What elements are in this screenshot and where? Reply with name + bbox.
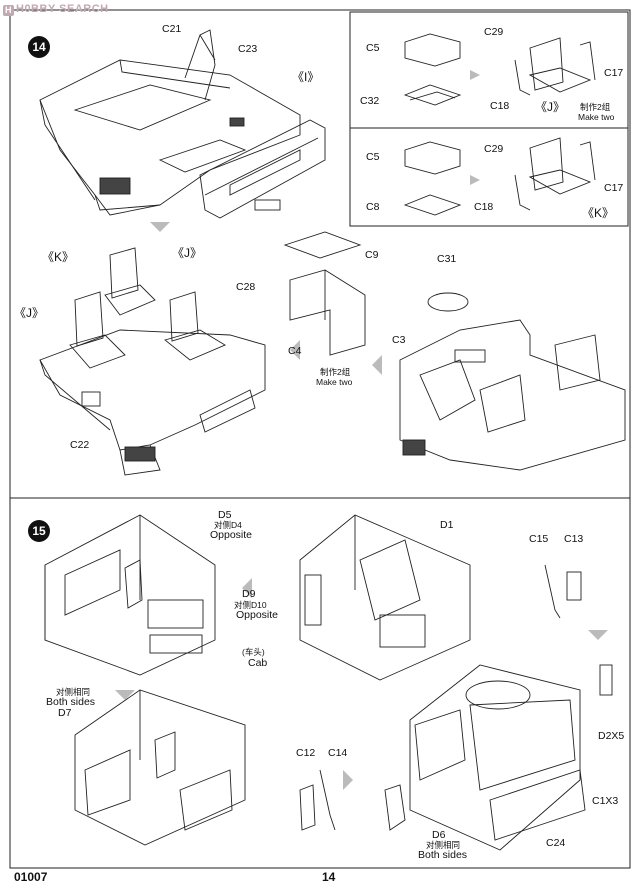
label-c17-a: C17 <box>604 67 624 79</box>
label-d1: D1 <box>440 519 454 531</box>
mirror-parts-drawing <box>299 564 613 831</box>
step-14-frame <box>9 9 631 499</box>
label-c32: C32 <box>360 95 380 107</box>
label-c18-a: C18 <box>490 100 510 112</box>
label-c21: C21 <box>162 23 182 35</box>
label-d9: D9 <box>242 588 256 600</box>
label-d4-cn: 对侧D4 <box>214 520 242 530</box>
label-d6: D6 <box>432 829 446 841</box>
label-both-sides-cn-b: 对侧相同 <box>426 840 461 850</box>
label-c28: C28 <box>236 281 256 293</box>
product-code: 01007 <box>14 870 48 884</box>
cab-rear-d7-drawing <box>74 689 246 846</box>
cab-shell-d1-drawing <box>299 514 471 681</box>
label-make-two-cn-a: 制作2组 <box>580 102 611 112</box>
label-j-mark-box: 《J》 <box>535 100 566 114</box>
label-c8: C8 <box>366 201 380 213</box>
label-both-sides-a: Both sides <box>46 696 96 708</box>
label-k-mark-box: 《K》 <box>582 206 615 220</box>
label-c5-b: C5 <box>366 151 380 163</box>
label-c22: C22 <box>70 439 90 451</box>
label-c23: C23 <box>238 43 258 55</box>
step-15-frame <box>9 497 631 869</box>
step-number-14: 14 <box>28 36 50 58</box>
flow-arrows <box>115 70 608 790</box>
cab-interior-drawing <box>399 292 626 471</box>
panel-k-seat <box>349 127 629 227</box>
seat-j-drawing <box>403 33 596 106</box>
label-d4-opposite: Opposite <box>210 529 253 541</box>
label-both-sides-b: Both sides <box>418 849 468 861</box>
label-c1x3: C1X3 <box>592 795 619 807</box>
label-c29-a: C29 <box>484 26 504 38</box>
label-c13: C13 <box>564 533 584 545</box>
label-d2x5: D2X5 <box>598 730 625 742</box>
label-c17-b: C17 <box>604 182 624 194</box>
label-c12: C12 <box>296 747 316 759</box>
hobbysearch-logo-icon: H <box>3 5 14 16</box>
label-make-two-cn-b: 制作2组 <box>320 367 351 377</box>
cab-shell-left-drawing <box>44 514 216 676</box>
seat-k-drawing <box>403 137 596 216</box>
label-d7: D7 <box>58 707 72 719</box>
label-k-mark: 《K》 <box>42 250 75 264</box>
label-c18-b: C18 <box>474 201 494 213</box>
storage-box-drawing <box>283 231 366 356</box>
label-c14: C14 <box>328 747 348 759</box>
label-c9: C9 <box>365 249 379 261</box>
label-make-two-a: Make two <box>578 112 615 122</box>
label-make-two-b: Make two <box>316 377 353 387</box>
chassis-floor-drawing <box>39 29 301 216</box>
bumper-i-drawing <box>199 119 326 219</box>
label-c4: C4 <box>288 345 302 357</box>
step-number-15: 15 <box>28 520 50 542</box>
label-i-mark: 《I》 <box>292 70 320 84</box>
label-c24: C24 <box>546 837 566 849</box>
label-c15: C15 <box>529 533 549 545</box>
label-j-mark-1: 《J》 <box>172 246 203 260</box>
seated-chassis-drawing <box>39 247 266 476</box>
label-c29-b: C29 <box>484 143 504 155</box>
label-c5-a: C5 <box>366 42 380 54</box>
cab-assembled-drawing <box>384 664 586 851</box>
label-cab-cn: (车头) <box>242 647 265 657</box>
label-j-mark-2: 《J》 <box>14 306 45 320</box>
label-both-sides-cn-a: 对侧相同 <box>56 687 91 697</box>
page-number: 14 <box>322 870 336 884</box>
label-c31: C31 <box>437 253 457 265</box>
label-d5: D5 <box>218 509 232 521</box>
label-d10-cn: 对侧D10 <box>234 600 267 610</box>
label-d10-opposite: Opposite <box>236 609 279 621</box>
label-cab: Cab <box>248 657 268 669</box>
label-c3: C3 <box>392 334 406 346</box>
